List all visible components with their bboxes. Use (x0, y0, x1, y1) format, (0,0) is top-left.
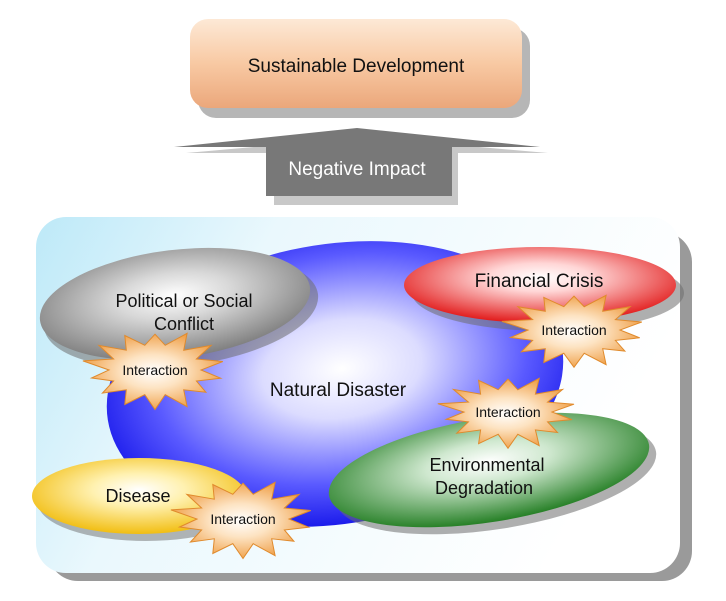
goal-box-shape (190, 19, 522, 108)
political-label-line1: Political or Social (115, 291, 252, 311)
environmental-label-line1: Environmental (429, 455, 544, 475)
interaction-burst-environmental: Interaction (437, 377, 575, 450)
goal-label: Sustainable Development (248, 56, 465, 77)
impact-arrow-shape (174, 128, 540, 196)
disease-label: Disease (105, 486, 170, 506)
political-label-line2: Conflict (154, 314, 214, 334)
burst-shape (437, 377, 575, 450)
burst-shape (170, 481, 311, 560)
interaction-label: Interaction (541, 322, 606, 338)
political-shape (39, 247, 311, 361)
environmental-label-line2: Degradation (435, 478, 533, 498)
financial-shape (404, 247, 676, 323)
interaction-burst-disease: Interaction (170, 481, 311, 560)
political-social-conflict-ellipse: Political or Social Conflict (39, 247, 319, 369)
financial-label: Financial Crisis (475, 271, 604, 292)
natural-disaster-label: Natural Disaster (270, 380, 407, 401)
impact-label: Negative Impact (288, 159, 426, 180)
environmental-shape (328, 412, 650, 528)
sustainable-development-box: Sustainable Development (190, 19, 530, 118)
interaction-label: Interaction (122, 362, 187, 378)
negative-impact-arrow: Negative Impact (174, 128, 548, 205)
interaction-label: Interaction (475, 404, 540, 420)
burst-shape (82, 332, 223, 411)
interaction-label: Interaction (210, 511, 275, 527)
environmental-degradation-ellipse: Environmental Degradation (328, 412, 657, 535)
interaction-burst-political: Interaction (82, 332, 223, 411)
burst-shape (501, 294, 642, 369)
interaction-burst-financial: Interaction (501, 294, 642, 369)
